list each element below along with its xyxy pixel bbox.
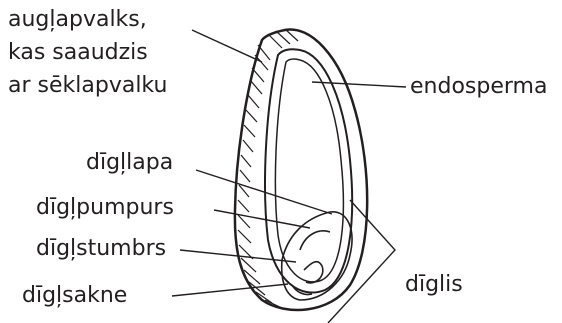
leader-lines — [172, 30, 406, 323]
label-plumule: dīgļpumpurs — [36, 193, 174, 223]
leader-cotyledon — [196, 170, 332, 214]
label-cotyledon: dīgļlapa — [86, 148, 173, 178]
label-endosperm: endosperma — [410, 72, 547, 102]
label-radicle: dīgļsakne — [22, 281, 127, 311]
leader-endosperm — [312, 82, 406, 87]
endosperm-outline — [265, 49, 352, 292]
leader-pericarp — [192, 30, 262, 62]
label-hypocotyl: dīgļstumbrs — [36, 234, 166, 264]
leader-radicle — [172, 284, 288, 296]
label-pericarp-line2: kas saaudzis — [8, 38, 148, 68]
label-pericarp-line1: augļapvalks, — [8, 5, 147, 35]
label-pericarp-line3: ar sēklapvalku — [8, 71, 167, 101]
leader-plumule — [214, 210, 310, 228]
embryo-bracket — [328, 200, 395, 323]
label-embryo: dīglis — [405, 270, 463, 300]
